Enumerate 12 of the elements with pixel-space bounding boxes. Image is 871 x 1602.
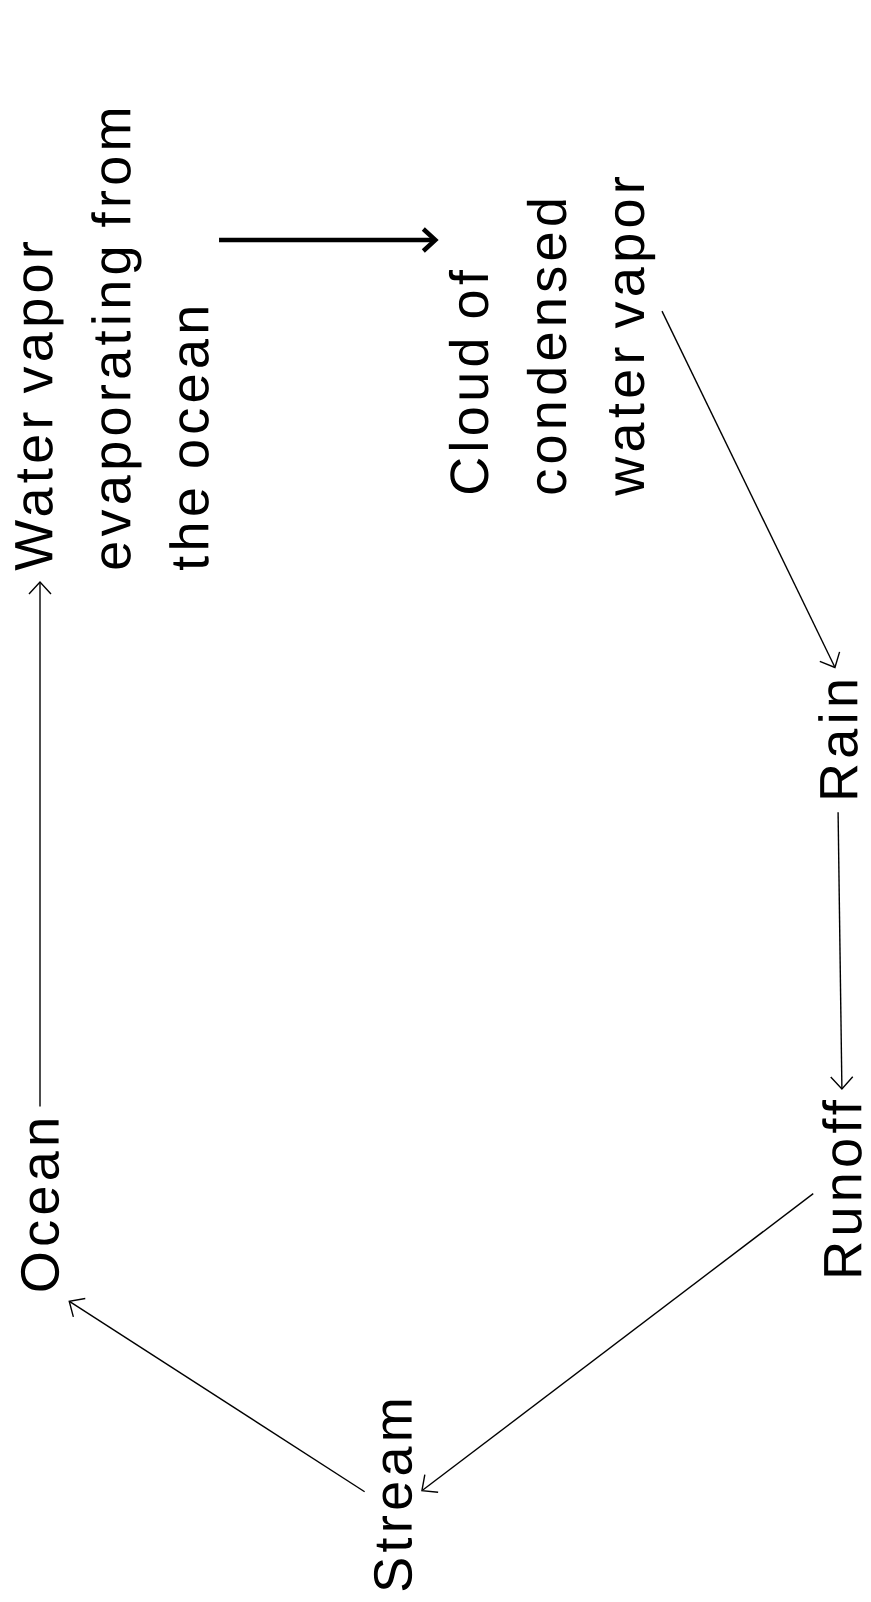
text-label: Rain xyxy=(818,681,858,798)
text-label: Water vapor evaporating from the ocean xyxy=(15,110,209,571)
arrow xyxy=(28,581,52,1108)
arrow xyxy=(661,310,841,669)
text-label: Ocean xyxy=(20,1120,60,1291)
arrow xyxy=(421,1192,814,1493)
arrow xyxy=(219,227,439,253)
text-label: Cloud of condensed water vapor xyxy=(448,177,656,496)
text-label: Runoff xyxy=(822,1100,862,1276)
text-label: Stream xyxy=(373,1400,413,1591)
arrow xyxy=(68,1297,366,1493)
arrow xyxy=(830,811,854,1090)
